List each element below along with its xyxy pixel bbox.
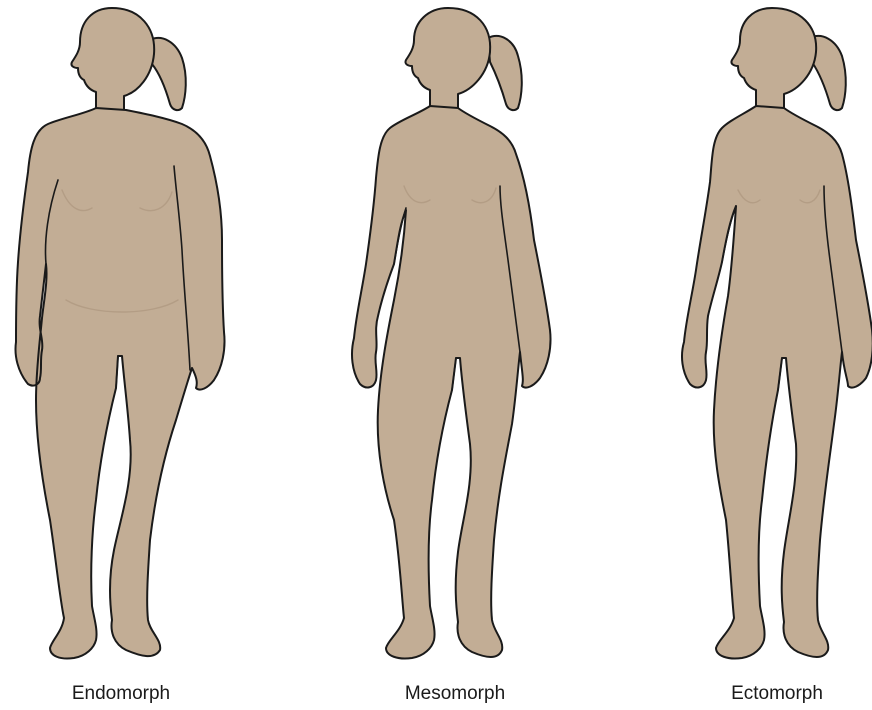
endomorph-ponytail — [150, 38, 186, 110]
endomorph-body — [16, 108, 225, 659]
endomorph-figure — [16, 8, 225, 659]
mesomorph-figure — [352, 8, 551, 659]
endomorph-crotch-line — [116, 356, 122, 388]
endomorph-label: Endomorph — [11, 683, 231, 705]
mesomorph-ponytail — [488, 36, 522, 110]
mesomorph-label: Mesomorph — [345, 683, 565, 705]
ectomorph-label: Ectomorph — [667, 683, 872, 705]
ectomorph-figure — [682, 8, 872, 659]
mesomorph-head — [405, 8, 490, 110]
endomorph-head — [71, 8, 154, 112]
ectomorph-body — [682, 106, 872, 659]
mesomorph-body — [352, 106, 551, 659]
ectomorph-head — [731, 8, 816, 110]
